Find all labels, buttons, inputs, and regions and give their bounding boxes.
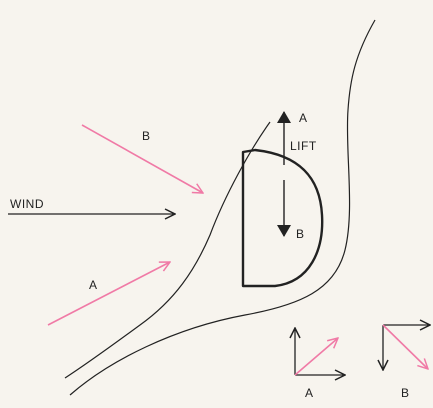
label-wind: WIND	[10, 197, 44, 211]
flow-line-outer	[70, 20, 375, 395]
label-lift-bottom: B	[296, 227, 305, 241]
label-incoming-a: A	[89, 278, 98, 292]
resolve-a-diagonal	[295, 338, 338, 375]
resolve-b-diagonal	[383, 325, 428, 369]
airfoil-shape	[243, 150, 322, 286]
label-resolve-a: A	[305, 386, 314, 400]
label-incoming-b: B	[142, 129, 151, 143]
flow-line-inner	[65, 122, 270, 378]
label-resolve-b: B	[401, 386, 410, 400]
label-lift-top: A	[299, 111, 308, 125]
label-lift: LIFT	[290, 139, 317, 153]
